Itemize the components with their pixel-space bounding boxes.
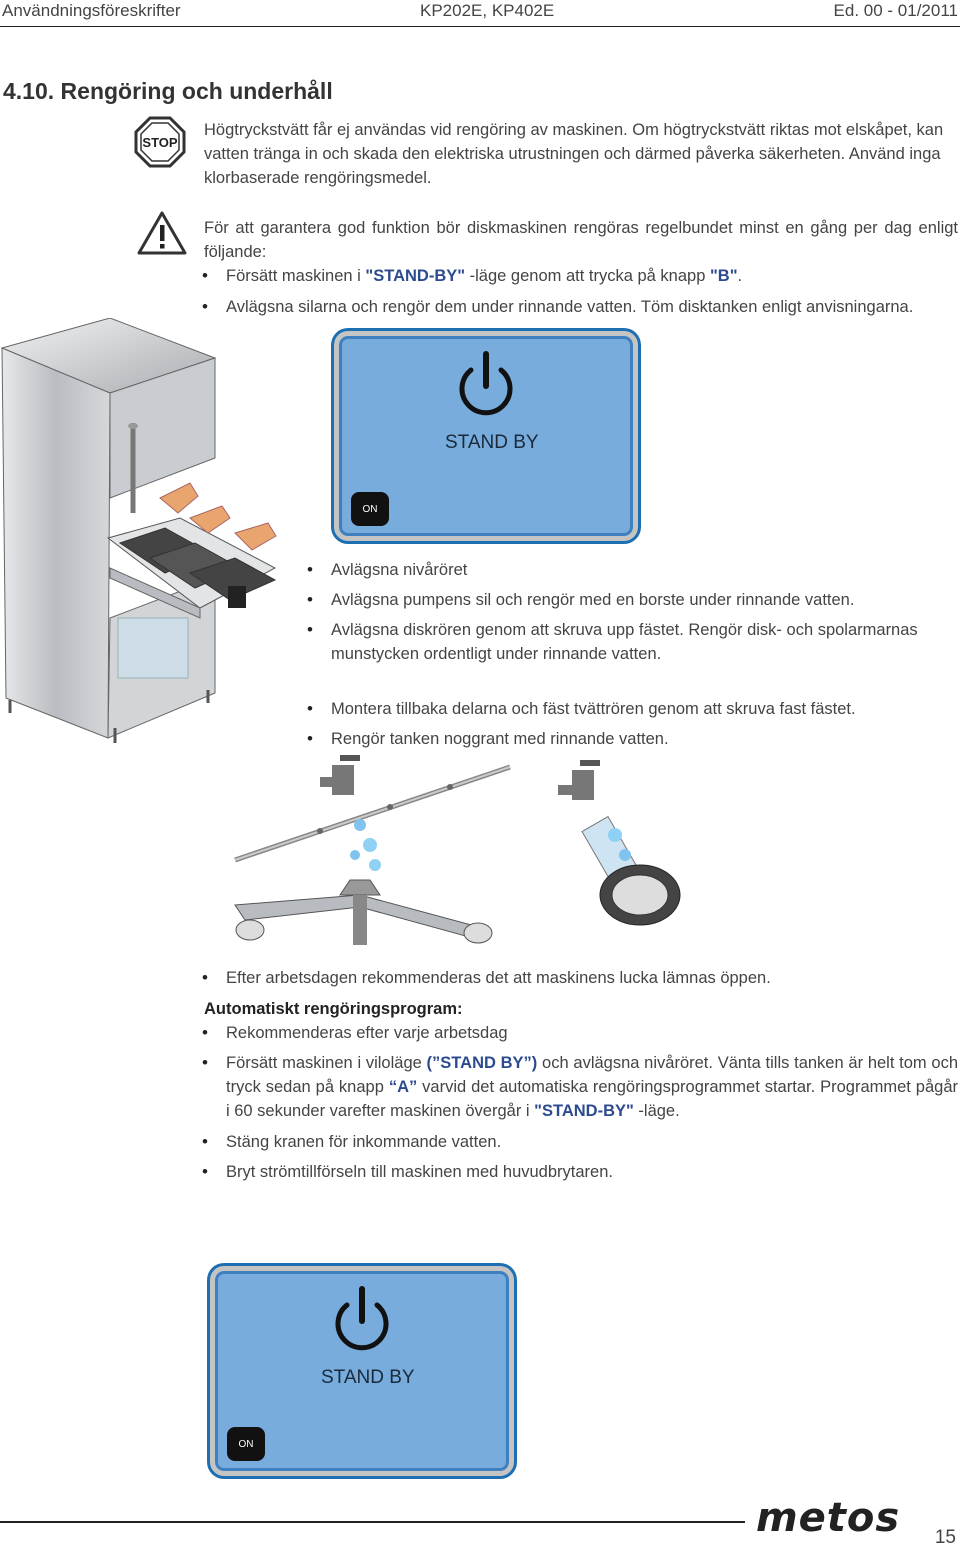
stop-sign-icon: STOP: [134, 116, 186, 168]
bullet-leave-door-open: Efter arbetsdagen rekommenderas det att …: [202, 966, 956, 990]
power-icon[interactable]: [455, 350, 517, 416]
standby-label: STAND BY: [321, 1367, 415, 1388]
warning-intro: För att garantera god funktion bör diskm…: [204, 219, 958, 261]
bullet-text: varvid det automatiska rengöringsprogram…: [226, 1078, 958, 1120]
button-b-keyword: "B": [709, 267, 738, 285]
step-reassemble: Montera tillbaka delarna och fäst tvättr…: [307, 697, 951, 721]
standby-keyword: (”STAND BY”): [426, 1054, 538, 1072]
header-edition: Ed. 00 - 01/2011: [833, 1, 958, 20]
step-remove-level-pipe: Avlägsna nivåröret: [307, 558, 951, 582]
header-model: KP202E, KP402E: [420, 1, 555, 20]
auto-program-heading: Automatiskt rengöringsprogram:: [204, 997, 958, 1021]
dishwasher-illustration: [0, 317, 290, 753]
bullet-close-tap: Stäng kranen för inkommande vatten.: [202, 1130, 956, 1154]
footer-rule: [0, 1521, 745, 1523]
standby-control-panel: STAND BY ON: [334, 331, 638, 541]
bullet-text: Försätt maskinen i viloläge: [226, 1054, 427, 1072]
metos-logo: metos: [756, 1495, 901, 1541]
bullet-text: och avlägsna nivåröret. Vänta tills tank…: [226, 1054, 959, 1096]
bullet-text: -läge genom att trycka på knapp: [465, 267, 710, 285]
step-remove-wash-pipes: Avlägsna diskrören genom att skruva upp …: [307, 618, 953, 666]
bullet-cut-power: Bryt strömtillförseln till maskinen med …: [202, 1160, 956, 1184]
auto-program-heading-text: Automatiskt rengöringsprogram:: [204, 1000, 463, 1018]
power-icon[interactable]: [331, 1285, 393, 1351]
page-number: 15: [934, 1527, 956, 1548]
step-clean-tank: Rengör tanken noggrant med rinnande vatt…: [307, 727, 951, 751]
on-button[interactable]: ON: [227, 1427, 265, 1461]
standby-label: STAND BY: [445, 432, 539, 453]
svg-text:STOP: STOP: [142, 135, 177, 150]
bullet-standby: Försätt maskinen i "STAND-BY" -läge geno…: [202, 264, 956, 288]
step-clean-pump-strainer: Avlägsna pumpens sil och rengör med en b…: [307, 588, 951, 612]
warning-triangle-icon: [136, 210, 188, 256]
standby-keyword: "STAND-BY": [365, 267, 466, 285]
section-title: 4.10. Rengöring och underhåll: [3, 78, 333, 104]
button-a-keyword: “A”: [388, 1078, 418, 1096]
bullet-start-auto-program: Försätt maskinen i viloläge (”STAND BY”)…: [202, 1051, 959, 1123]
standby-keyword: "STAND-BY": [534, 1102, 634, 1120]
bullet-text: -läge.: [633, 1102, 680, 1120]
standby-control-panel-bottom: STAND BY ON: [210, 1266, 514, 1476]
header-document-title: Användningsföreskrifter: [2, 1, 181, 20]
bullet-remove-strainers: Avlägsna silarna och rengör dem under ri…: [202, 295, 956, 319]
stop-note-text: Högtryckstvätt får ej användas vid rengö…: [204, 121, 944, 187]
bullet-text: Försätt maskinen i: [226, 267, 366, 285]
on-button[interactable]: ON: [351, 492, 389, 526]
page-header: Användningsföreskrifter KP202E, KP402E E…: [0, 0, 960, 27]
bullet-recommended: Rekommenderas efter varje arbetsdag: [202, 1021, 956, 1045]
spray-arm-cleaning-illustration: [220, 755, 690, 960]
bullet-text: .: [737, 267, 743, 285]
